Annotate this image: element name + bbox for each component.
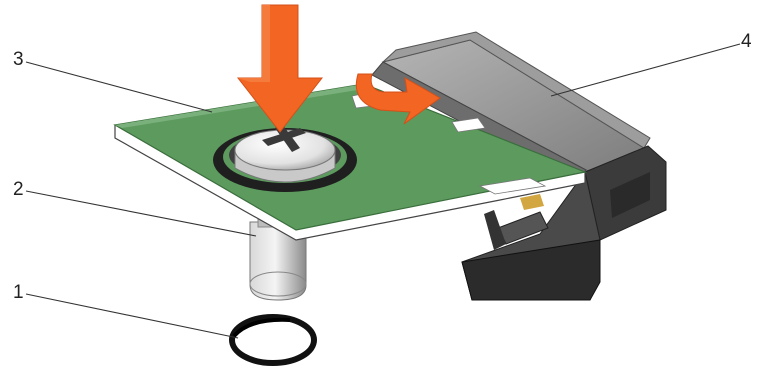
callout-label-4: 4 (741, 31, 752, 52)
standoff-hole (232, 317, 314, 363)
callout-label-1: 1 (13, 282, 24, 303)
callout-label-3: 3 (13, 49, 24, 70)
callout-label-2: 2 (13, 179, 24, 200)
